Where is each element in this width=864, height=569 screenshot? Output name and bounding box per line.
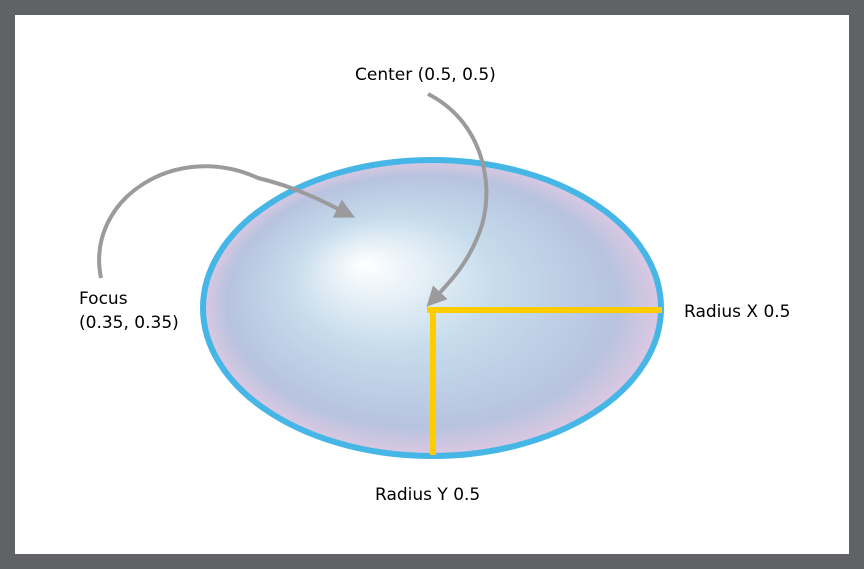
center-arrow xyxy=(426,92,489,307)
focus-label-line1: Focus xyxy=(79,289,128,309)
radius-x-label: Radius X 0.5 xyxy=(684,302,791,322)
focus-arrow xyxy=(97,164,356,279)
center-label: Center (0.5, 0.5) xyxy=(355,65,496,85)
radius-y-label: Radius Y 0.5 xyxy=(375,485,480,505)
focus-label-line2: (0.35, 0.35) xyxy=(79,313,179,333)
